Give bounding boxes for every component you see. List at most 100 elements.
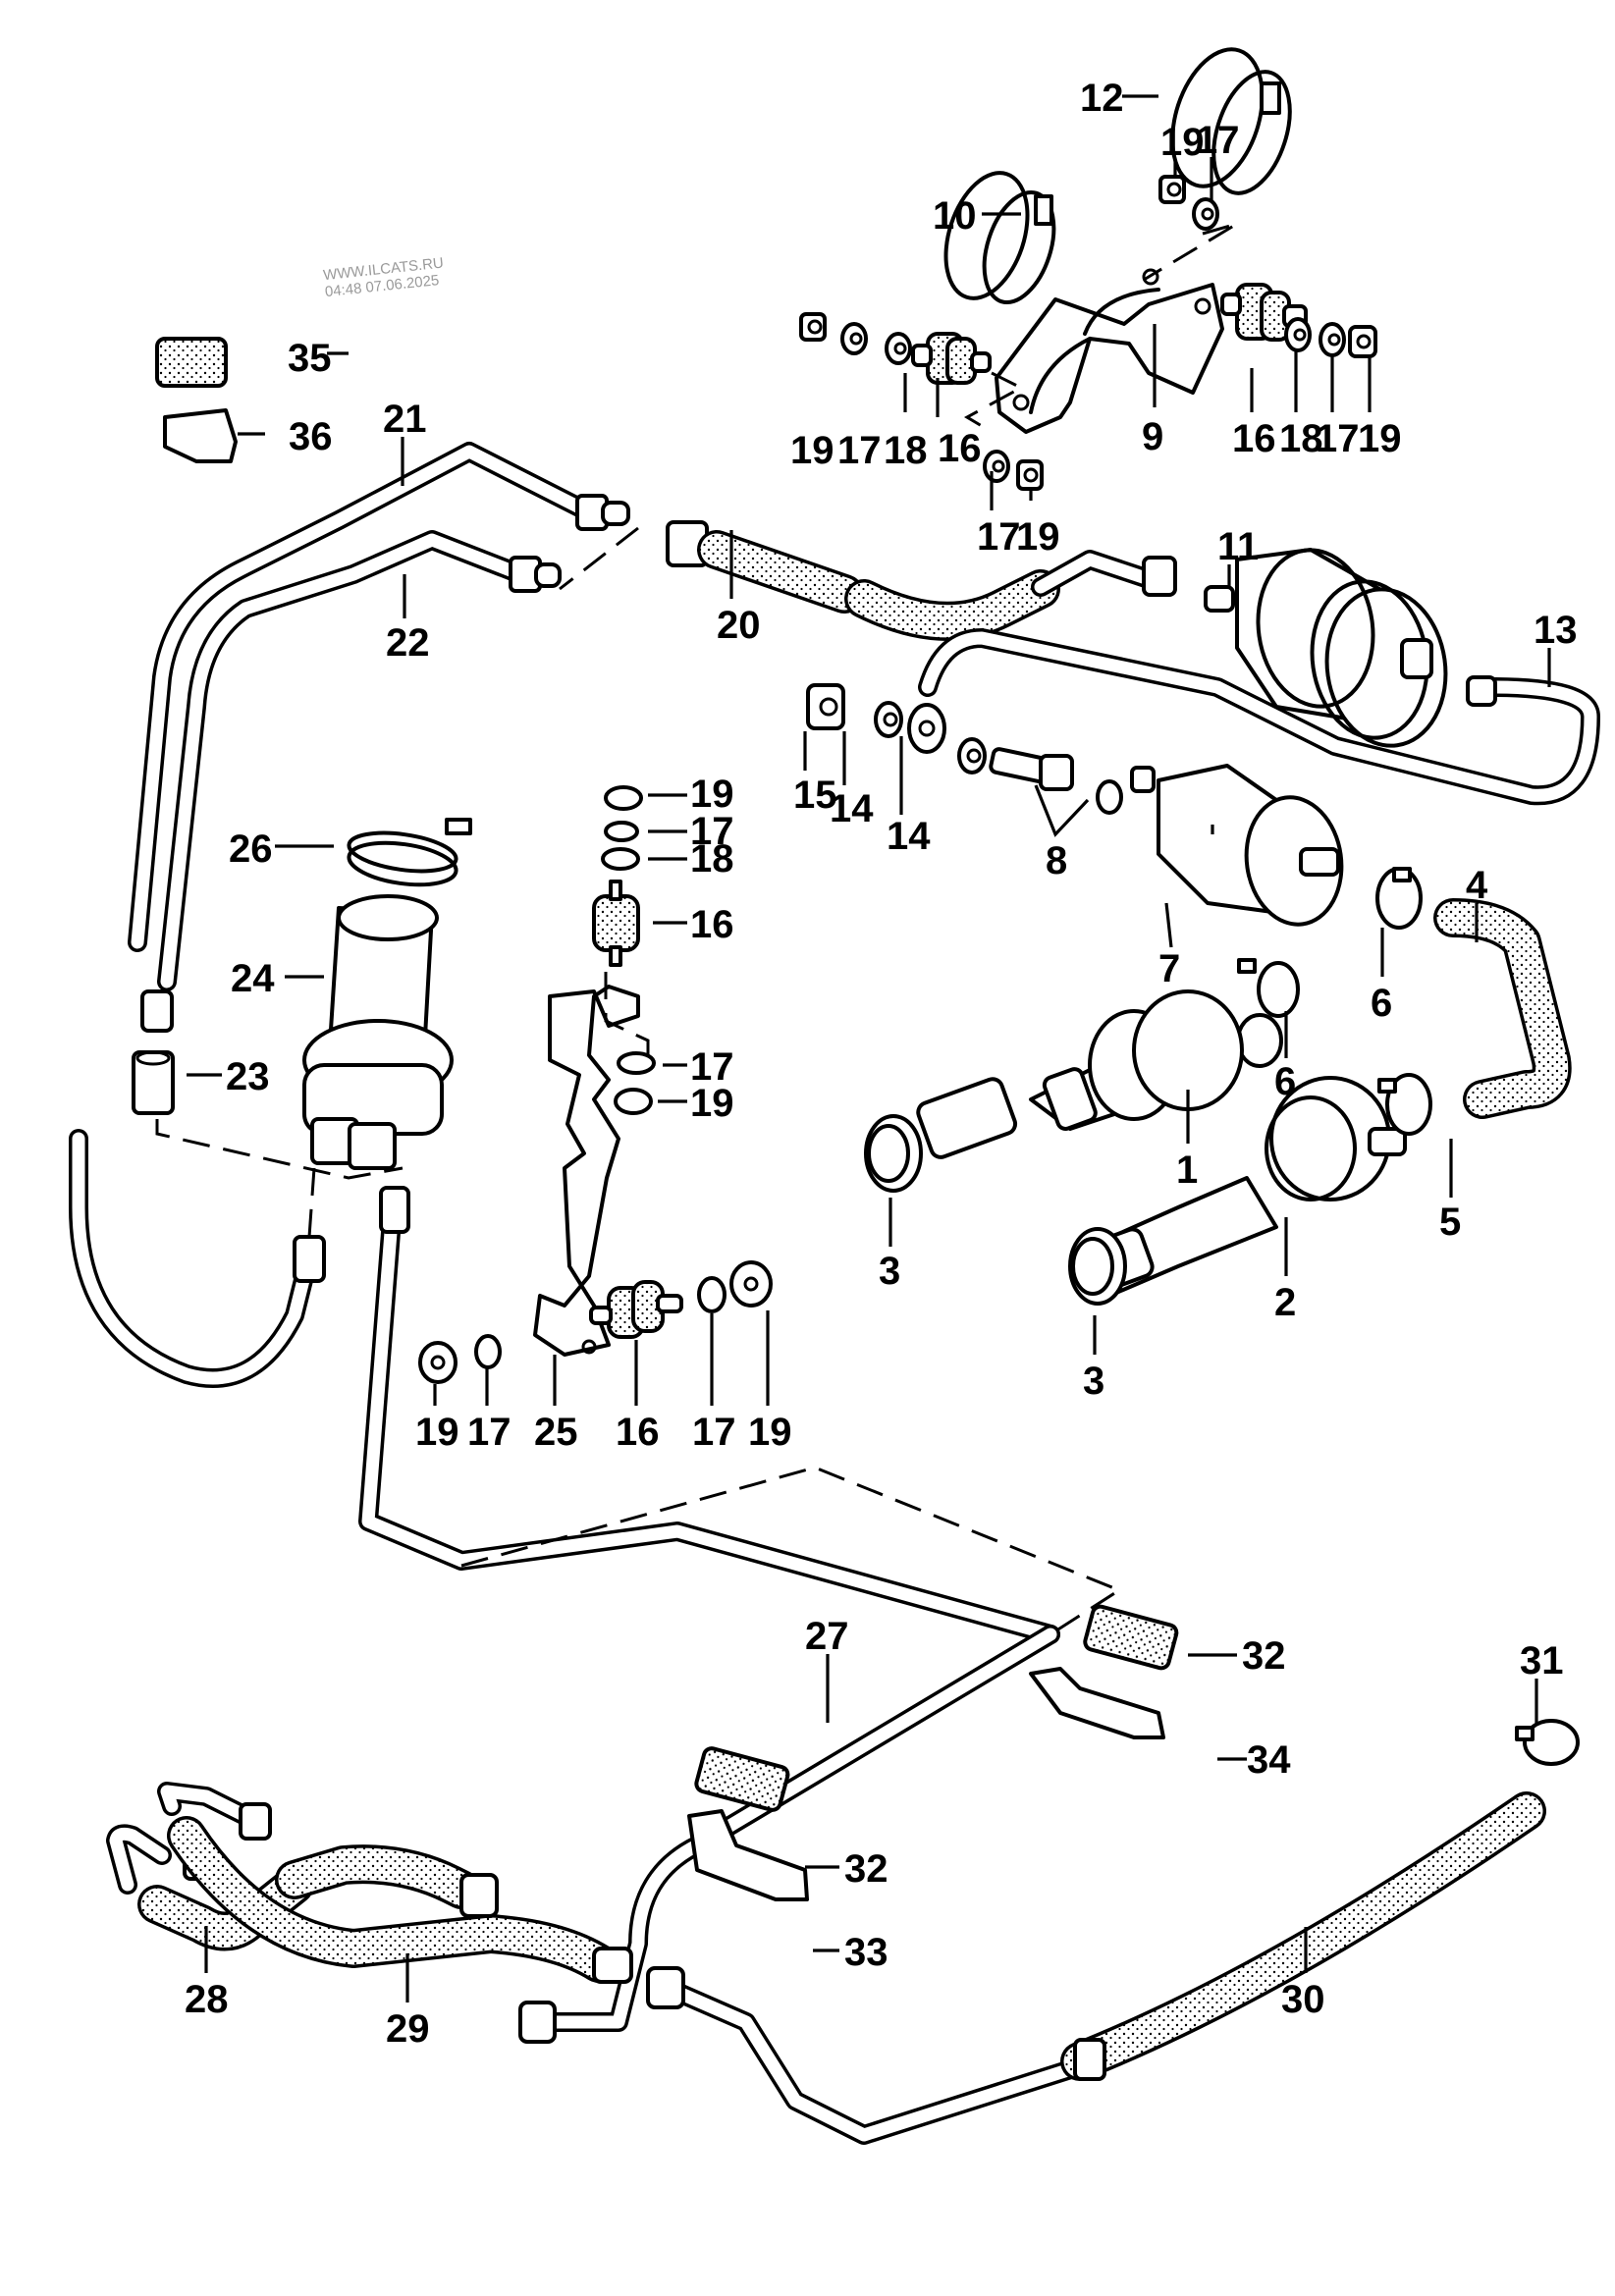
holder-34[interactable]: [1029, 1667, 1165, 1739]
callout-9[interactable]: 9: [1142, 415, 1163, 458]
fuel-filter-11[interactable]: [1204, 543, 1456, 754]
washer-17-top-a[interactable]: [1192, 197, 1219, 231]
callout-6-mid[interactable]: 6: [1274, 1060, 1296, 1103]
callout-36[interactable]: 36: [289, 415, 333, 458]
callout-15[interactable]: 15: [793, 774, 837, 817]
fuel-hose-4[interactable]: [1433, 898, 1572, 1119]
callout-11[interactable]: 11: [1217, 525, 1259, 568]
callout-19-right[interactable]: 19: [1358, 417, 1402, 460]
callout-17-bottom-right[interactable]: 17: [692, 1411, 736, 1454]
fuel-accumulator-24[interactable]: [302, 894, 454, 1170]
callout-17-right[interactable]: 17: [1316, 417, 1360, 460]
callout-16-right[interactable]: 16: [1232, 417, 1276, 460]
callout-19-stack-bottom[interactable]: 19: [690, 1082, 734, 1125]
banjo-bolt-8[interactable]: [989, 747, 1123, 815]
callout-19-bottom-right[interactable]: 19: [748, 1411, 792, 1454]
callout-10[interactable]: 10: [933, 194, 977, 238]
callout-17-stack-bottom[interactable]: 17: [690, 1045, 734, 1089]
callout-17-stack-top[interactable]: 17: [690, 810, 734, 853]
fuel-pipe-21[interactable]: [128, 442, 630, 952]
clamp-ring-12[interactable]: [1157, 38, 1304, 203]
washer-17-lower[interactable]: [983, 450, 1010, 483]
seal-ring-3-a[interactable]: [864, 1114, 923, 1193]
callout-19-left[interactable]: 19: [790, 429, 834, 472]
callout-12[interactable]: 12: [1080, 77, 1124, 120]
fuel-hose-29[interactable]: [157, 1782, 633, 1984]
washer-17-stack-top[interactable]: [604, 821, 639, 842]
callout-24[interactable]: 24: [231, 957, 275, 1000]
callout-19-bottom-left[interactable]: 19: [415, 1411, 459, 1454]
nut-19-top-a[interactable]: [1158, 175, 1186, 204]
callout-17-left[interactable]: 17: [837, 429, 882, 472]
callout-35[interactable]: 35: [288, 337, 332, 380]
callout-13[interactable]: 13: [1534, 609, 1578, 652]
washer-18-stack[interactable]: [601, 847, 640, 871]
washer-17-right[interactable]: [1319, 322, 1346, 357]
hose-clamp-5[interactable]: [1377, 1073, 1432, 1136]
fuel-pipe-13[interactable]: [907, 628, 1600, 806]
callout-21[interactable]: 21: [383, 398, 427, 441]
mounting-bracket-9[interactable]: [995, 268, 1224, 434]
callout-2[interactable]: 2: [1274, 1281, 1296, 1324]
hose-clamp-6-mid[interactable]: [1237, 958, 1300, 1018]
washer-18-right[interactable]: [1284, 317, 1312, 352]
nut-19-stack-bottom[interactable]: [614, 1088, 653, 1115]
nut-19-right[interactable]: [1348, 325, 1377, 358]
callout-17-lower[interactable]: 17: [977, 515, 1021, 559]
callout-8[interactable]: 8: [1046, 839, 1067, 882]
callout-19-top[interactable]: 19: [1160, 121, 1205, 164]
callout-3-b[interactable]: 3: [1083, 1360, 1104, 1403]
rubber-mount-16-stack[interactable]: [592, 880, 640, 967]
callout-25[interactable]: 25: [534, 1411, 578, 1454]
nut-19-stack-top[interactable]: [604, 785, 643, 811]
callout-26[interactable]: 26: [229, 828, 273, 871]
callout-22[interactable]: 22: [386, 621, 430, 665]
callout-19-stack-top[interactable]: 19: [690, 773, 734, 816]
callout-5[interactable]: 5: [1439, 1201, 1461, 1244]
washer-17-left-a[interactable]: [840, 322, 868, 355]
seal-ring-3-b[interactable]: [1068, 1227, 1127, 1306]
callout-16-bottom[interactable]: 16: [616, 1411, 660, 1454]
callout-14-b[interactable]: 14: [887, 815, 931, 858]
callout-17-bottom-left[interactable]: 17: [467, 1411, 511, 1454]
callout-4[interactable]: 4: [1466, 864, 1488, 907]
callout-18-left[interactable]: 18: [884, 429, 928, 472]
rubber-mount-16-bottom[interactable]: [589, 1280, 683, 1339]
callout-33[interactable]: 33: [844, 1931, 888, 1974]
fuel-pump-7[interactable]: [1130, 764, 1350, 931]
nut-19-left-a[interactable]: [799, 312, 827, 342]
callout-23[interactable]: 23: [226, 1055, 270, 1098]
callout-34[interactable]: 34: [1247, 1738, 1291, 1782]
callout-31[interactable]: 31: [1520, 1639, 1564, 1682]
holder-36[interactable]: [163, 408, 238, 463]
washer-18-left[interactable]: [885, 332, 912, 365]
callout-32-lower[interactable]: 32: [844, 1847, 888, 1891]
sealing-ring-14-a[interactable]: [874, 701, 903, 738]
washer-17-stack-bottom[interactable]: [617, 1051, 656, 1075]
callout-32-upper[interactable]: 32: [1242, 1634, 1286, 1678]
nut-19-bottom-right[interactable]: [729, 1260, 773, 1308]
holder-33[interactable]: [687, 1809, 809, 1901]
union-nut-23[interactable]: [132, 1050, 175, 1115]
fuel-pipe-22[interactable]: [157, 530, 562, 991]
pump-element-1[interactable]: [915, 989, 1283, 1160]
washer-17-bottom-right[interactable]: [697, 1276, 727, 1313]
callout-27[interactable]: 27: [805, 1615, 849, 1658]
fuel-pipe-27[interactable]: [518, 1625, 1060, 2044]
rubber-mount-16-right[interactable]: [1220, 283, 1308, 342]
callout-3-a[interactable]: 3: [879, 1250, 900, 1293]
nut-19-bottom-left[interactable]: [418, 1341, 458, 1384]
rubber-mount-16-left[interactable]: [911, 332, 992, 385]
callout-14-a[interactable]: 14: [830, 787, 874, 830]
cable-clip-32-lower[interactable]: [694, 1746, 790, 1812]
fuel-hose-20[interactable]: [666, 520, 1177, 641]
support-bracket-25[interactable]: [533, 985, 640, 1357]
washer-17-bottom-left[interactable]: [474, 1334, 502, 1369]
union-nut-15[interactable]: [806, 683, 845, 730]
sealing-ring-14-b[interactable]: [957, 737, 987, 774]
callout-19-lower[interactable]: 19: [1016, 515, 1060, 559]
callout-29[interactable]: 29: [386, 2007, 430, 2051]
hose-clamp-31[interactable]: [1515, 1719, 1580, 1766]
callout-18-stack[interactable]: 18: [690, 837, 734, 881]
callout-1[interactable]: 1: [1176, 1148, 1198, 1192]
